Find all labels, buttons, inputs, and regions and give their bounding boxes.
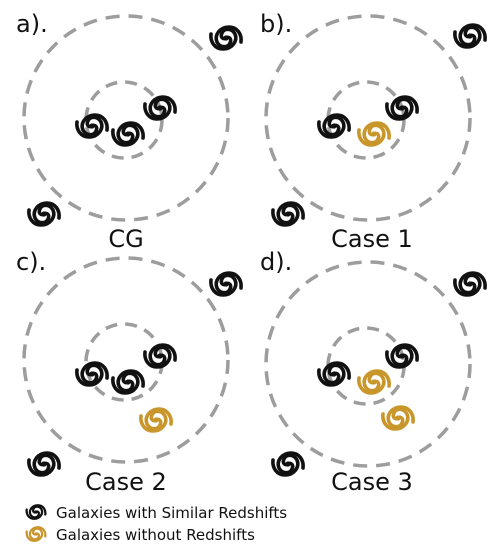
galaxy-with-redshift [143,95,177,121]
panel-b-label: b). [260,10,292,38]
legend: Galaxies with Similar Redshifts Galaxies… [25,504,287,544]
galaxy-with-redshift [317,113,351,139]
legend-item-similar-redshift: Galaxies with Similar Redshifts [56,504,287,522]
panel-c-label: c). [16,248,46,276]
galaxy-with-redshift [209,25,243,51]
galaxy-with-redshift [317,361,351,387]
galaxy-with-redshift [271,201,305,227]
panel-a: a). CG [16,10,243,253]
panel-c: c). Case 2 [16,248,243,496]
outer-ring [22,256,230,464]
galaxy-with-redshift [111,121,145,147]
galaxy-with-redshift [453,23,487,49]
legend-gold-galaxy-icon [25,526,47,542]
galaxy-with-redshift [75,113,109,139]
legend-black-galaxy-icon [25,504,47,520]
galaxy-with-redshift [27,451,61,477]
galaxy-without-redshift [381,405,415,431]
galaxy-with-redshift [27,201,61,227]
outer-ring [22,14,230,222]
legend-item-no-redshift: Galaxies without Redshifts [56,526,255,544]
galaxy-with-redshift [209,271,243,297]
panel-b: b). Case 1 [260,10,487,253]
galaxy-with-redshift [453,271,487,297]
panel-a-caption: CG [108,225,143,253]
outer-ring [264,14,472,222]
galaxy-without-redshift [139,407,173,433]
galaxy-with-redshift [111,369,145,395]
panel-c-caption: Case 2 [85,468,167,496]
galaxy-with-redshift [143,343,177,369]
galaxy-with-redshift [385,343,419,369]
panel-a-label: a). [16,10,48,38]
galaxy-with-redshift [385,95,419,121]
galaxy-without-redshift [357,121,391,147]
galaxy-with-redshift [75,361,109,387]
panel-b-caption: Case 1 [331,225,413,253]
panel-d: d). Case 3 [260,248,487,496]
outer-ring [264,260,472,468]
galaxy-without-redshift [357,369,391,395]
panel-d-caption: Case 3 [331,468,413,496]
panel-d-label: d). [260,248,292,276]
galaxy-with-redshift [271,451,305,477]
